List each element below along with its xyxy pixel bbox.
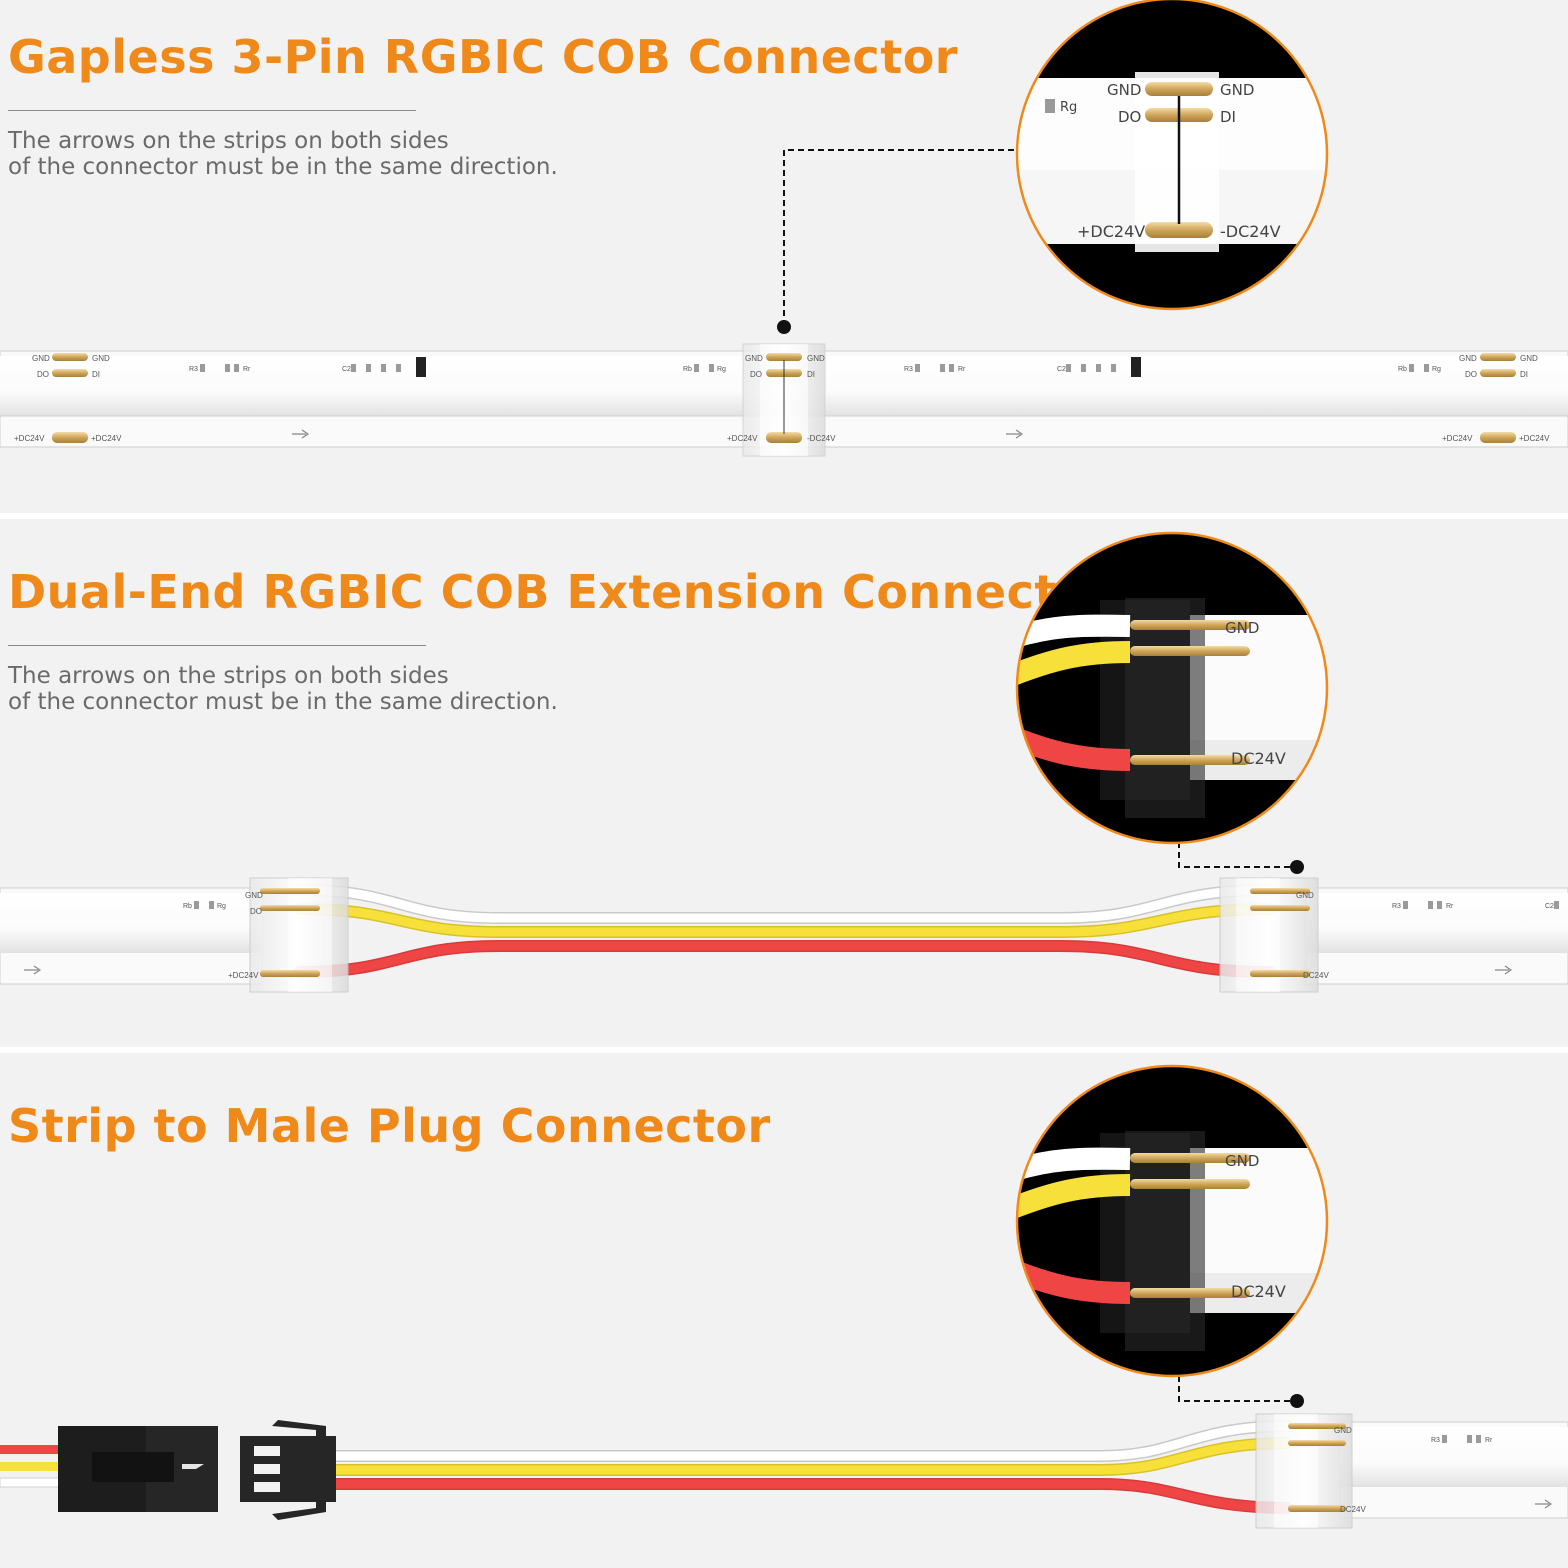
- pad-label: DO: [37, 370, 49, 379]
- svg-text:R3: R3: [1392, 903, 1401, 910]
- direction-arrow: [1535, 1499, 1553, 1509]
- svg-text:Rb: Rb: [1398, 366, 1407, 373]
- svg-text:GND: GND: [1220, 81, 1254, 99]
- svg-text:Rg: Rg: [1432, 366, 1441, 373]
- svg-text:+DC24V: +DC24V: [1519, 434, 1550, 443]
- extension-wires: [294, 884, 1276, 978]
- svg-text:DC24V: DC24V: [1231, 749, 1286, 768]
- section-title: Gapless 3-Pin RGBIC COB Connector: [8, 30, 958, 84]
- section-divider: [0, 513, 1568, 519]
- strip-pads-right: GND GND DO DI +DC24V +DC24V: [1442, 353, 1550, 443]
- svg-text:R3: R3: [1431, 1437, 1440, 1444]
- svg-text:GND: GND: [1225, 1152, 1259, 1170]
- extension-connector-right: GND DC24V: [1219, 877, 1329, 993]
- extension-connector-left: GND DO +DC24V: [228, 877, 349, 993]
- note-line-1: The arrows on the strips on both sides: [8, 128, 449, 154]
- strip-pads-left: GND GND DO DI +DC24V +DC24V: [14, 353, 122, 443]
- pad-label: DI: [92, 370, 100, 379]
- svg-text:-DC24V: -DC24V: [807, 434, 836, 443]
- section-divider: [0, 1047, 1568, 1053]
- title-underline: [8, 645, 426, 646]
- direction-arrow: [24, 965, 42, 975]
- strip-connector: GND DC24V: [1255, 1413, 1366, 1529]
- male-plug-diagram: R3 Rr: [0, 1064, 1568, 1529]
- svg-text:GND: GND: [1225, 619, 1259, 637]
- svg-text:DO: DO: [750, 370, 762, 379]
- svg-text:GND: GND: [1296, 891, 1314, 900]
- pad-label: +DC24V: [14, 434, 45, 443]
- section-note: The arrows on the strips on both sides o…: [8, 663, 558, 715]
- gapless-strip-diagram: GND GND DO DI +DC24V +DC24V R3 Rr C2 Rb …: [0, 0, 1568, 457]
- svg-text:DO: DO: [250, 907, 262, 916]
- pad-label: GND: [92, 354, 110, 363]
- callout-line: [1178, 842, 1296, 868]
- svg-text:DI: DI: [807, 370, 815, 379]
- male-plug: [240, 1420, 336, 1520]
- svg-text:Rb: Rb: [683, 366, 692, 373]
- svg-text:R3: R3: [189, 366, 198, 373]
- svg-text:C2: C2: [1057, 366, 1066, 373]
- section-title: Strip to Male Plug Connector: [8, 1099, 771, 1153]
- svg-text:DI: DI: [1220, 108, 1236, 126]
- section-title: Dual-End RGBIC COB Extension Connector: [8, 565, 1113, 619]
- svg-text:+DC24V: +DC24V: [1077, 222, 1145, 241]
- svg-text:Rr: Rr: [958, 366, 966, 373]
- svg-text:GND: GND: [745, 354, 763, 363]
- pad-label: +DC24V: [91, 434, 122, 443]
- svg-text:+DC24V: +DC24V: [727, 434, 758, 443]
- svg-text:Rr: Rr: [1485, 1437, 1493, 1444]
- svg-text:DC24V: DC24V: [1303, 971, 1329, 980]
- zoom-circle: GND DC24V: [1015, 1064, 1329, 1378]
- svg-text:DC24V: DC24V: [1231, 1282, 1286, 1301]
- svg-text:GND: GND: [1334, 1426, 1352, 1435]
- gapless-connector: GND GND DO DI +DC24V -DC24V: [727, 343, 836, 457]
- strip-components: R3 Rr C2 Rb Rg R3 Rr C2 Rb Rg: [189, 357, 1441, 377]
- svg-text:GND: GND: [245, 891, 263, 900]
- callout-dot: [777, 320, 791, 334]
- svg-text:GND: GND: [807, 354, 825, 363]
- svg-text:DO: DO: [1465, 370, 1477, 379]
- zoom-circle: Rg GND GND DO DI +DC24V -DC24V: [1015, 0, 1329, 311]
- svg-text:Rg: Rg: [217, 903, 226, 910]
- callout-dot: [1290, 1394, 1304, 1408]
- zoom-circle: GND DC24V: [1015, 531, 1329, 845]
- callout-line: [1178, 1376, 1296, 1402]
- note-line-1: The arrows on the strips on both sides: [8, 663, 449, 689]
- svg-text:Rg: Rg: [1060, 100, 1077, 115]
- callout-dot: [1290, 860, 1304, 874]
- pad-label: GND: [32, 354, 50, 363]
- svg-text:C2: C2: [1545, 903, 1554, 910]
- plug-wires: [330, 1420, 1291, 1514]
- direction-arrow: [1495, 965, 1513, 975]
- direction-arrow: [292, 429, 1024, 439]
- note-line-2: of the connector must be in the same dir…: [8, 689, 558, 715]
- svg-text:R3: R3: [904, 366, 913, 373]
- plug-wires-left: [0, 1445, 61, 1488]
- section-note: The arrows on the strips on both sides o…: [8, 128, 558, 180]
- callout-line: [783, 149, 1016, 326]
- svg-text:Rr: Rr: [1446, 903, 1454, 910]
- svg-text:+DC24V: +DC24V: [228, 971, 259, 980]
- title-underline: [8, 110, 416, 111]
- svg-text:+DC24V: +DC24V: [1442, 434, 1473, 443]
- svg-text:DC24V: DC24V: [1340, 1505, 1366, 1514]
- svg-text:GND: GND: [1107, 81, 1141, 99]
- svg-text:DI: DI: [1520, 370, 1528, 379]
- svg-text:DO: DO: [1118, 108, 1141, 126]
- note-line-2: of the connector must be in the same dir…: [8, 154, 558, 180]
- svg-text:Rg: Rg: [717, 366, 726, 373]
- svg-text:Rr: Rr: [243, 366, 251, 373]
- svg-text:Rb: Rb: [183, 903, 192, 910]
- svg-text:GND: GND: [1459, 354, 1477, 363]
- svg-text:-DC24V: -DC24V: [1220, 222, 1281, 241]
- female-plug-housing: [58, 1426, 218, 1512]
- svg-text:GND: GND: [1520, 354, 1538, 363]
- svg-text:C2: C2: [342, 366, 351, 373]
- extension-diagram: Rb Rg R3 Rr C2 GND D: [0, 531, 1568, 993]
